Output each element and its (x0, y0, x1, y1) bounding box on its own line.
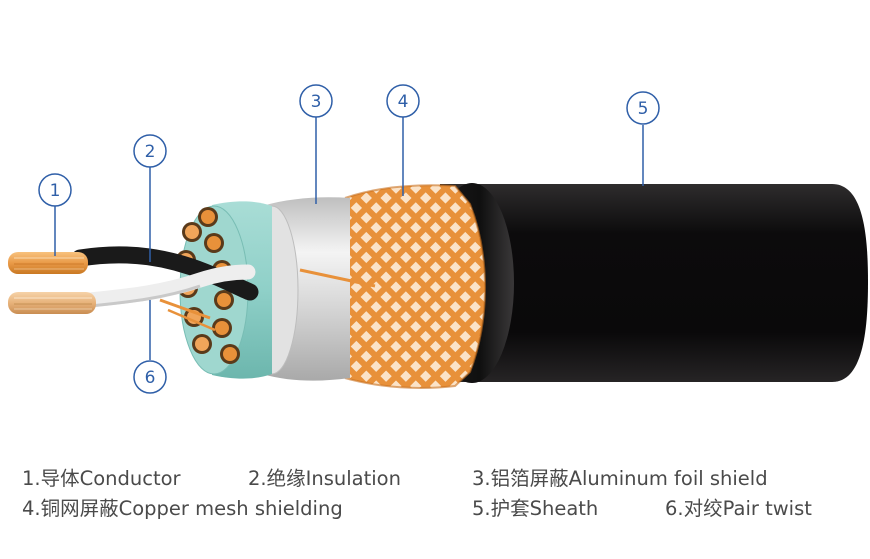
callout-4-number: 4 (398, 92, 409, 112)
bundle-conductor-end (214, 290, 234, 310)
bundle-conductor-end (204, 233, 224, 253)
callout-5-number: 5 (638, 99, 649, 119)
foil-drain-wire (299, 268, 376, 288)
legend-item-pair-twist: 6.对绞Pair twist (665, 497, 812, 520)
callout-3-number: 3 (311, 92, 322, 112)
copper-mesh-edge (344, 184, 486, 389)
bundle-conductor-end (182, 222, 202, 242)
insulated-core-white-shade (89, 284, 201, 308)
legend-item-copper-mesh-shielding: 4.铜网屏蔽Copper mesh shielding (22, 497, 343, 520)
legend-item-insulation: 2.绝缘Insulation (248, 467, 401, 490)
bundle-conductor-end (192, 334, 212, 354)
insulated-core-white (82, 264, 256, 308)
insulated-core-black (71, 246, 259, 301)
callout-2-number: 2 (145, 142, 156, 162)
loose-strand (167, 308, 216, 332)
callout-5: 5 (626, 91, 660, 125)
callout-3: 3 (299, 84, 333, 118)
callout-leaders (54, 117, 644, 360)
callout-1-number: 1 (50, 181, 61, 201)
legend-item-aluminum-foil-shield: 3.铝箔屏蔽Aluminum foil shield (472, 467, 768, 490)
legend-item-sheath: 5.护套Sheath (472, 497, 599, 520)
callout-6-number: 6 (145, 368, 156, 388)
bundle-conductor-end (212, 318, 232, 338)
legend: 1.导体Conductor 2.绝缘Insulation 3.铝箔屏蔽Alumi… (0, 448, 870, 548)
pair-twist (71, 246, 259, 332)
callout-6: 6 (133, 360, 167, 394)
conductor-lower (8, 292, 96, 314)
callout-1: 1 (38, 173, 72, 207)
copper-mesh-shield (344, 184, 486, 389)
conductors (8, 252, 96, 314)
bundle-conductor-end (198, 207, 218, 227)
copper-mesh-body (345, 185, 485, 388)
cable-illustration: 1 2 3 4 5 6 (8, 84, 868, 394)
conductor-upper (8, 252, 88, 274)
sheath (430, 183, 868, 383)
sheath-body (440, 184, 868, 382)
callout-4: 4 (386, 84, 420, 118)
callout-2: 2 (133, 134, 167, 168)
loose-strand (159, 298, 211, 320)
legend-item-conductor: 1.导体Conductor (22, 467, 181, 490)
bundle-conductor-end (220, 344, 240, 364)
